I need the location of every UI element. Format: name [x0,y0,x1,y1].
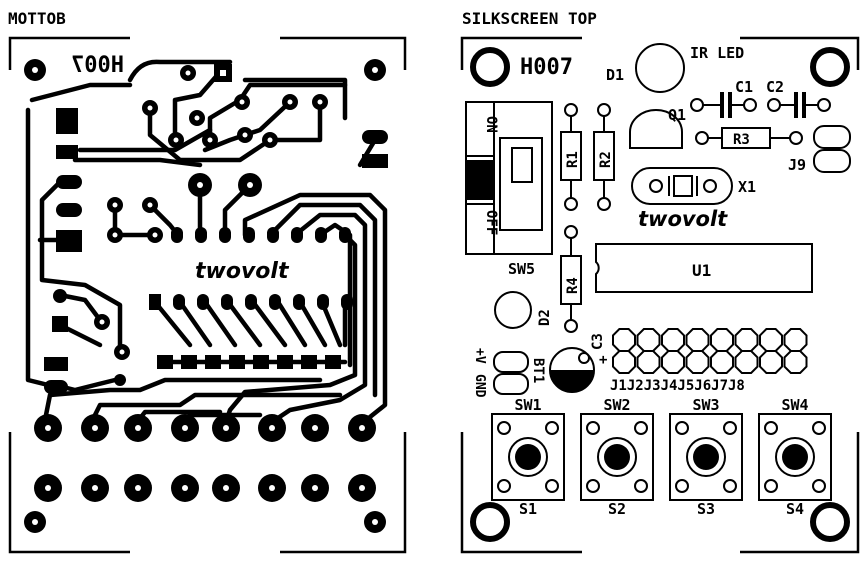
label-plus-v: +V [472,348,487,364]
jumper-pad [661,350,685,374]
corner-mark [460,36,582,70]
jumper-pad [685,328,710,352]
q1-outline [629,109,683,149]
label-c2: C2 [766,78,784,96]
resistor-r3 [695,127,803,149]
bottom-pads [24,59,388,533]
switch-label: SW1 [514,396,541,414]
jumper-pad [636,328,661,352]
capacitors-c1-c2 [690,92,831,118]
bottom-board: H007 [8,36,407,554]
label-c3: C3 [590,333,606,350]
switch-ref-label: S2 [608,500,626,518]
resistor-r4 [560,225,582,333]
label-r4: R4 [565,277,581,294]
corner-mark [460,432,582,554]
corner-mark [8,432,130,554]
label-ir-led: IR LED [690,44,744,62]
label-d2: D2 [537,309,553,326]
mounting-holes [470,47,850,542]
label-c3-plus: + [599,352,607,368]
switch-label: SW2 [603,396,630,414]
label-sw5: SW5 [508,260,535,278]
jumper-pad [685,350,710,374]
label-x1: X1 [738,178,756,196]
ic-u1 [595,243,813,293]
jumper-pad [734,328,759,352]
jumper-pad [710,328,734,352]
crystal-x1 [631,167,733,205]
switch-ref-label: S1 [519,500,537,518]
label-off: OFF [483,210,499,235]
jumper-grid-j1-j8 [612,328,808,374]
corner-mark [740,36,860,70]
label-d1: D1 [606,66,624,84]
top-board-code: H007 [520,55,573,80]
bottom-brand: twovolt [195,259,290,284]
corner-mark [280,432,407,554]
label-r1: R1 [565,151,581,168]
slide-switch-sw5 [465,101,553,255]
label-gnd: GND [472,374,487,398]
bottom-title: MOTTOB [8,9,66,28]
jumper-pad [759,350,783,374]
jumper-pad [612,328,636,352]
capacitor-c3 [549,347,595,393]
label-r3: R3 [733,132,750,148]
corner-mark [740,432,860,554]
label-q1: Q1 [668,106,686,124]
switch-label: SW3 [692,396,719,414]
top-board: H007 D1 IR LED C1 C2 Q1 [460,36,860,554]
switch-ref-label: S3 [697,500,715,518]
label-bt1: BT1 [530,358,546,383]
jumper-pad [636,350,661,374]
corner-mark [280,36,407,70]
switch-label: SW4 [781,396,808,414]
label-j9: J9 [788,156,806,174]
bottom-board-code: H007 [71,53,124,78]
jumper-pad [734,350,759,374]
label-r2: R2 [598,151,614,168]
d2-outline [494,291,532,329]
label-jumpers: J1J2J3J4J5J6J7J8 [610,378,745,394]
jumper-pad [759,328,783,352]
label-c1: C1 [735,78,753,96]
jumper-j9 [813,125,851,173]
top-title: SILKSCREEN TOP [462,9,597,28]
jumper-pad [783,328,808,352]
jumper-pad [710,350,734,374]
label-on: ON [483,116,499,133]
jumper-pad [661,328,685,352]
resistors-r1-r2 [560,103,615,211]
switch-ref-label: S4 [786,500,804,518]
corner-mark [8,36,130,70]
jumper-pad [612,350,636,374]
top-brand: twovolt [638,207,728,231]
label-u1: U1 [692,261,711,280]
ir-led-outline [635,43,685,93]
battery-connector-bt1 [493,351,529,395]
jumper-pad [783,350,808,374]
